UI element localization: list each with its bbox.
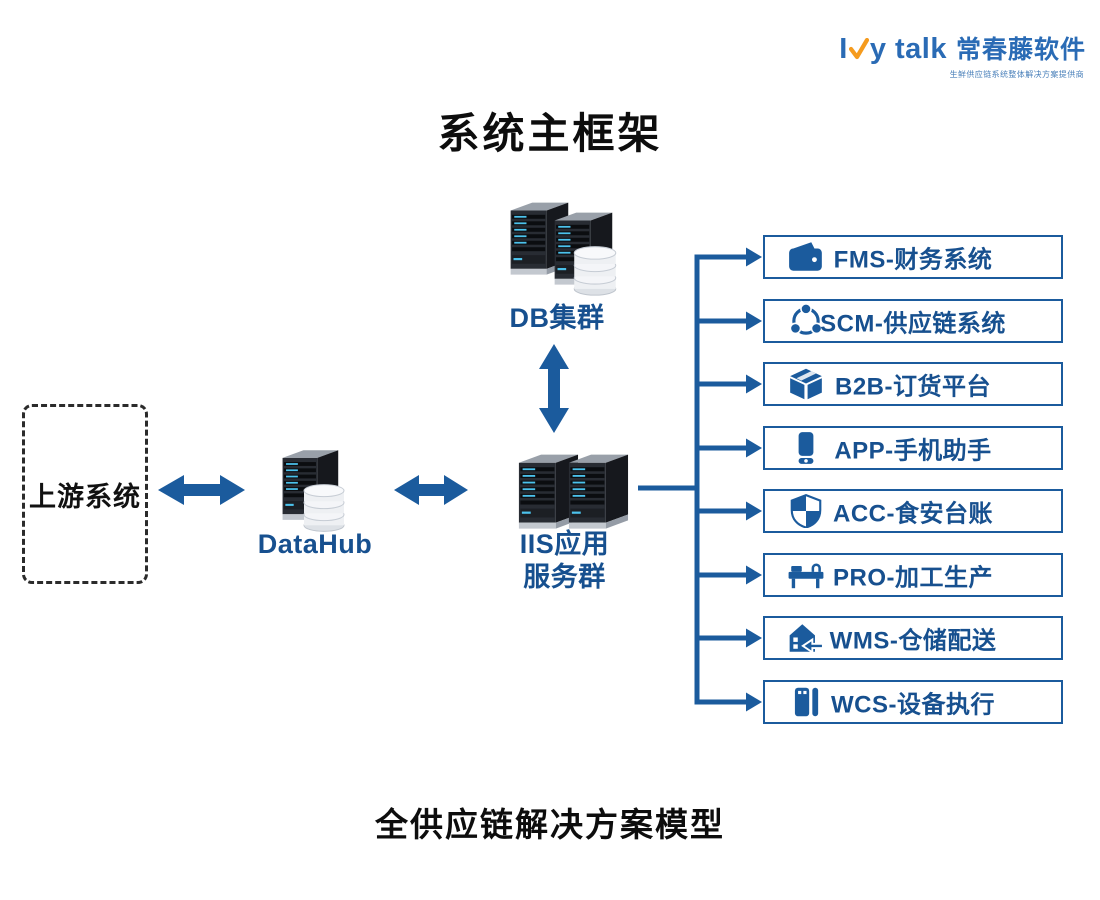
branch-connector	[697, 501, 762, 521]
module-box-pro: PRO-加工生产	[763, 553, 1063, 597]
equipment-cabinet-icon	[794, 687, 819, 717]
brand-letter: I	[839, 33, 848, 65]
module-label: WMS-仓储配送	[829, 627, 997, 655]
shield-icon	[790, 494, 822, 528]
module-label: SCM-供应链系统	[820, 310, 1006, 338]
module-box-wms: WMS-仓储配送	[763, 616, 1063, 660]
server-cluster-database-icon	[510, 202, 617, 296]
upstream-system-box: 上游系统	[22, 404, 148, 584]
module-label: ACC-食安台账	[833, 500, 993, 528]
module-label: FMS-财务系统	[833, 246, 993, 274]
arrow-db-iis	[539, 344, 569, 433]
server-cluster-icon	[518, 454, 629, 529]
brand-logo: I y talk 常春藤软件 生鲜供应链系统整体解决方案提供商	[839, 30, 1086, 80]
page-title: 系统主框架	[437, 110, 663, 157]
datahub-label: DataHub	[257, 529, 373, 559]
brand-tagline: 生鲜供应链系统整体解决方案提供商	[949, 70, 1084, 79]
arrow-datahub-iis	[394, 475, 468, 505]
db-cluster-label: DB集群	[509, 303, 605, 333]
module-box-wcs: WCS-设备执行	[763, 680, 1063, 724]
branch-connector	[697, 628, 762, 648]
package-box-icon	[790, 368, 822, 400]
module-label: WCS-设备执行	[831, 691, 995, 719]
module-box-b2b: B2B-订货平台	[763, 362, 1063, 406]
iis-label-line2: 服务群	[523, 562, 606, 592]
branch-connector	[697, 438, 762, 458]
arrow-upstream-datahub	[158, 475, 245, 505]
smartphone-icon	[798, 432, 814, 464]
upstream-system-label: 上游系统	[29, 481, 141, 512]
module-box-acc: ACC-食安台账	[763, 489, 1063, 533]
warehouse-icon	[789, 624, 824, 655]
page-caption: 全供应链解决方案模型	[375, 806, 725, 843]
branch-connector	[697, 565, 762, 585]
module-box-fms: FMS-财务系统	[763, 235, 1063, 279]
module-box-app: APP-手机助手	[763, 426, 1063, 470]
module-label: PRO-加工生产	[833, 564, 993, 592]
production-machine-icon	[788, 563, 824, 589]
module-box-scm: SCM-供应链系统	[763, 299, 1063, 343]
module-label: B2B-订货平台	[834, 373, 991, 401]
brand-text-cn: 常春藤软件	[955, 36, 1086, 64]
branch-connector	[697, 374, 762, 394]
iis-label-line1: IIS应用	[519, 529, 610, 559]
branch-connector	[697, 247, 762, 267]
check-icon	[848, 38, 869, 60]
iis-label: IIS应用 服务群	[462, 528, 667, 594]
module-label: APP-手机助手	[834, 437, 992, 465]
brand-wordmark: I y talk 常春藤软件	[839, 30, 1086, 66]
server-database-icon	[282, 450, 345, 532]
wallet-icon	[789, 242, 822, 271]
branch-connector	[697, 692, 762, 712]
share-network-icon	[789, 304, 823, 335]
brand-text: y talk	[869, 33, 947, 65]
branch-connector	[697, 311, 762, 331]
